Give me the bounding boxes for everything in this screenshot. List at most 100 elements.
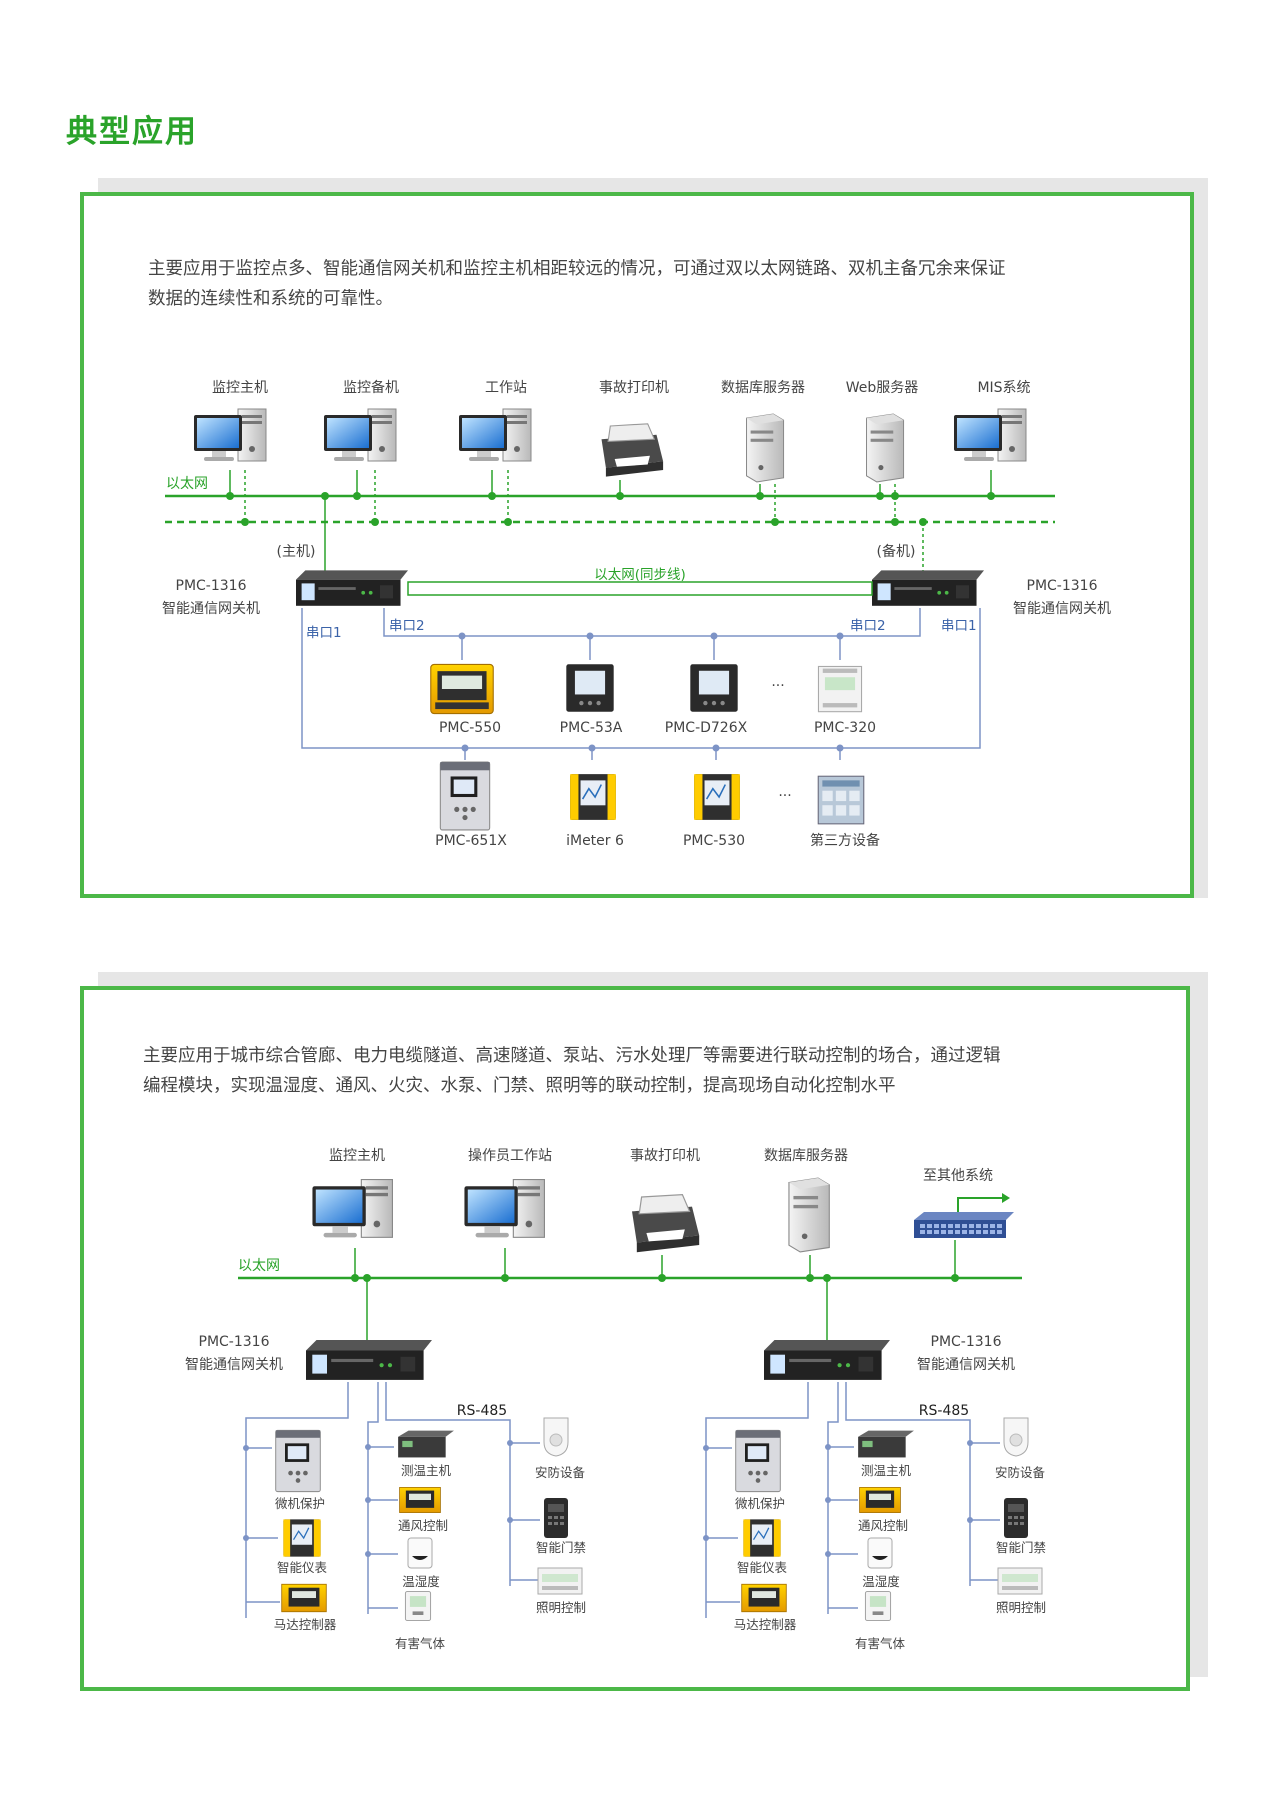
motor-controller-icon: [281, 1583, 327, 1613]
computer-icon: [458, 408, 532, 462]
p2-left-lighting: 照明控制: [536, 1600, 586, 1615]
sync-line: [407, 581, 873, 596]
p2-right-wiring: [705, 1382, 1000, 1618]
diagram2: 监控主机 操作员工作站 事故打印机 数据库服务器 至其他系统 以太网 PMC-1…: [185, 1147, 1046, 1651]
p2-label-db-server: 数据库服务器: [764, 1148, 848, 1164]
p2-left-security: 安防设备: [535, 1465, 586, 1480]
device-pmc-530: PMC-530: [683, 833, 745, 849]
ventilation-icon: [399, 1487, 441, 1513]
p2-label-printer: 事故打印机: [630, 1147, 700, 1164]
serial1-label-right: 串口1: [941, 618, 977, 634]
master-tag: (主机): [277, 544, 316, 560]
ellipsis-row2: ···: [778, 788, 791, 804]
pmc-651x-icon: [439, 761, 491, 831]
arrow-head-icon: [1002, 1193, 1010, 1203]
pmc-d726x-icon: [690, 664, 738, 712]
lighting-control-icon: [537, 1567, 583, 1595]
p2-right-micro-protection: 微机保护: [735, 1496, 785, 1511]
gateway-master-name: 智能通信网关机: [162, 601, 260, 617]
panel1-description-line1: 主要应用于监控点多、智能通信网关机和监控主机相距较远的情况，可通过双以太网链路、…: [148, 259, 1006, 279]
arrow-icon: [957, 1197, 1002, 1212]
p2-label-monitor-host: 监控主机: [329, 1148, 385, 1164]
security-icon: [543, 1417, 569, 1457]
temp-host-icon: [398, 1430, 454, 1458]
p2-gateway-right-name: 智能通信网关机: [917, 1357, 1015, 1373]
gas-sensor-icon: [404, 1591, 432, 1621]
p2-label-other-systems: 至其他系统: [923, 1168, 993, 1184]
p2-gateway-right-icon: [764, 1340, 890, 1380]
p2-left-smart-meter: 智能仪表: [277, 1560, 328, 1575]
server-icon: [788, 1177, 830, 1253]
panel2-description-line1: 主要应用于城市综合管廊、电力电缆隧道、高速隧道、泵站、污水处理厂等需要进行联动控…: [143, 1046, 1001, 1066]
ventilation-icon: [859, 1487, 901, 1513]
smart-meter-icon: [742, 1518, 782, 1558]
panel2-description: 主要应用于城市综合管廊、电力电缆隧道、高速隧道、泵站、污水处理厂等需要进行联动控…: [143, 1041, 1001, 1101]
motor-controller-icon: [741, 1583, 787, 1613]
device-label-workstation: 工作站: [485, 380, 527, 396]
p2-left-temp-host: 测温主机: [401, 1463, 452, 1478]
device-imeter-6: iMeter 6: [566, 833, 624, 849]
device-pmc-550: PMC-550: [439, 720, 501, 736]
panel1: [80, 192, 1194, 898]
device-label-mis: MIS系统: [977, 380, 1030, 396]
p2-gateway-left-icon: [306, 1340, 432, 1380]
server-icon: [745, 413, 785, 483]
diagram1: 监控主机 监控备机 工作站 事故打印机 数据库服务器 Web服务器 MIS系统: [162, 379, 1111, 849]
third-party-icon: [817, 775, 865, 825]
p2-left-wiring: [245, 1382, 540, 1618]
serial2-label-right: 串口2: [850, 618, 886, 634]
ellipsis-row1: ···: [771, 678, 784, 694]
humidity-icon: [867, 1537, 893, 1569]
gas-sensor-icon: [864, 1591, 892, 1621]
diagram1-top-devices: 监控主机 监控备机 工作站 事故打印机 数据库服务器 Web服务器 MIS系统: [193, 379, 1031, 483]
device-label-web-server: Web服务器: [846, 380, 919, 396]
pmc-53a-icon: [566, 664, 614, 712]
page-title: 典型应用: [66, 114, 198, 150]
p2-left-nodes: [243, 1440, 513, 1557]
switch-icon: [914, 1212, 1014, 1238]
device-pmc-53a: PMC-53A: [560, 720, 623, 736]
p2-ethernet-label: 以太网: [238, 1258, 280, 1274]
micro-protection-icon: [275, 1429, 321, 1493]
p2-left-humidity: 温湿度: [402, 1574, 440, 1589]
p2-right-lighting: 照明控制: [996, 1600, 1046, 1615]
panel2-description-line2: 编程模块，实现温湿度、通风、火灾、水泵、门禁、照明等的联动控制，提高现场自动化控…: [143, 1076, 896, 1096]
computer-icon: [311, 1178, 394, 1238]
gateway-backup-model: PMC-1316: [1027, 578, 1098, 594]
printer-icon: [631, 1193, 700, 1253]
door-control-icon: [1004, 1498, 1028, 1538]
lighting-control-icon: [997, 1567, 1043, 1595]
gateway-master-icon: [296, 570, 408, 606]
p2-gateway-left-model: PMC-1316: [199, 1334, 270, 1350]
panel1-description-line2: 数据的连续性和系统的可靠性。: [148, 289, 393, 309]
serial2-label-left: 串口2: [389, 618, 425, 634]
gateway-master-model: PMC-1316: [176, 578, 247, 594]
p2-gateway-left-name: 智能通信网关机: [185, 1357, 283, 1373]
p2-left-ventilation: 通风控制: [398, 1518, 448, 1533]
serial-lines: [301, 608, 981, 760]
gateway-backup-icon: [872, 570, 984, 606]
device-third-party: 第三方设备: [810, 832, 880, 849]
p2-right-door: 智能门禁: [996, 1540, 1046, 1555]
printer-icon: [600, 423, 664, 478]
imeter-6-icon: [569, 773, 617, 821]
p2-left-motor-controller: 马达控制器: [274, 1617, 337, 1632]
bus-nodes: [226, 492, 995, 526]
p2-rs485-left: RS-485: [457, 1403, 507, 1419]
p2-left-door: 智能门禁: [536, 1540, 586, 1555]
humidity-icon: [407, 1537, 433, 1569]
door-control-icon: [544, 1498, 568, 1538]
p2-right-ventilation: 通风控制: [858, 1518, 908, 1533]
p2-right-gas: 有害气体: [855, 1636, 906, 1651]
security-icon: [1003, 1417, 1029, 1457]
p2-right-temp-host: 测温主机: [861, 1463, 912, 1478]
panel1-description: 主要应用于监控点多、智能通信网关机和监控主机相距较远的情况，可通过双以太网链路、…: [148, 254, 1006, 314]
p2-bus-nodes: [351, 1274, 959, 1282]
server-icon: [865, 413, 905, 483]
pmc-530-icon: [693, 773, 741, 821]
ethernet-label: 以太网: [166, 476, 208, 492]
computer-icon: [953, 408, 1027, 462]
pmc-550-icon: [430, 663, 494, 715]
smart-meter-icon: [282, 1518, 322, 1558]
